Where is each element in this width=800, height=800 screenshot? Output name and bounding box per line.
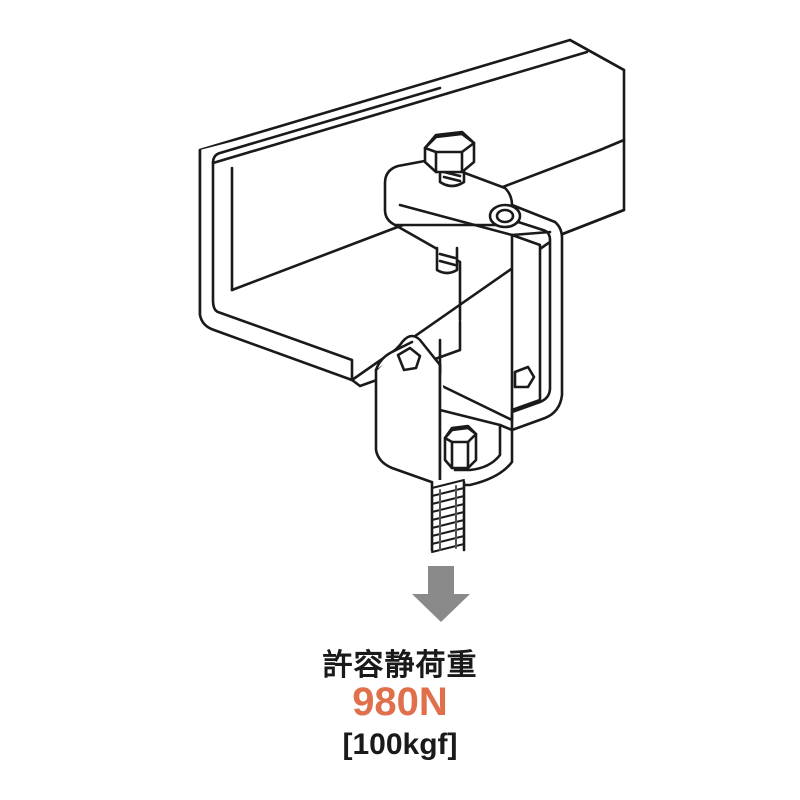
threaded-rod (430, 479, 466, 553)
load-value: 980N (352, 680, 448, 724)
down-arrow-icon (412, 566, 470, 622)
clamp-lower-bracket (374, 334, 514, 487)
clamp-upper-bracket (383, 158, 564, 432)
load-unit: [100kgf] (342, 728, 458, 761)
load-title: 許容静荷重 (322, 648, 478, 683)
top-set-bolt (423, 130, 476, 275)
